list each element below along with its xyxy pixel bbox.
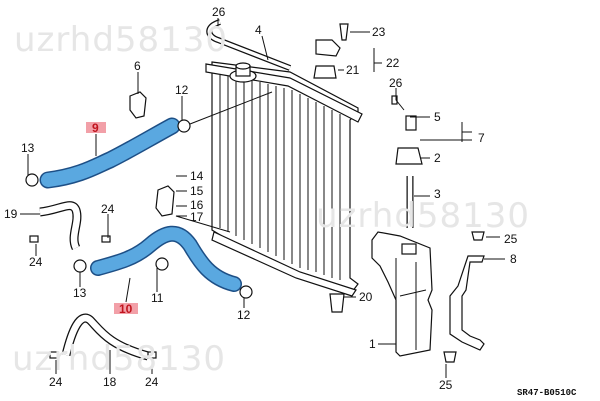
callout-13: 13 [21,141,35,155]
callout-3: 3 [434,187,441,201]
radiator [205,61,363,297]
callout-6: 6 [134,59,141,73]
callout-7: 7 [478,131,485,145]
upper-radiator-hose [39,117,181,189]
callout-8: 8 [510,252,517,266]
callout-25: 25 [504,232,518,246]
callout-9: 9 [92,121,99,135]
radiator-fins [219,75,341,280]
diagram-code: SR47-B0510C [517,388,577,398]
callout-1: 1 [369,337,376,351]
callout-25: 25 [439,378,453,392]
callout-10-highlight [114,303,138,314]
leader-lines [20,18,505,378]
callout-24: 24 [29,255,43,269]
reservoir-tank [371,231,433,357]
callout-21: 21 [346,63,360,77]
callout-10: 10 [119,302,133,316]
callout-17: 17 [190,210,204,224]
watermark: uzrhd58130 [12,339,226,379]
clamp-icons [25,23,485,363]
callout-13: 13 [73,286,87,300]
callout-24: 24 [145,375,159,389]
callout-20: 20 [359,290,373,304]
callout-12: 12 [237,308,251,322]
callout-14: 14 [190,169,204,183]
callout-23: 23 [372,25,386,39]
callout-12: 12 [175,83,189,97]
callout-26: 26 [212,5,226,19]
callout-5: 5 [434,110,441,124]
watermark: uzrhd58130 [14,20,228,60]
callout-4: 4 [255,23,262,37]
callout-24: 24 [49,375,63,389]
callout-24: 24 [101,202,115,216]
hose-18 [61,313,150,361]
callout-19: 19 [4,207,18,221]
callout-15: 15 [190,184,204,198]
callout-9-highlight [86,122,106,133]
callout-11: 11 [151,291,164,305]
lower-radiator-hose [90,225,242,292]
callout-2: 2 [434,151,441,165]
tank-bracket [449,255,485,351]
callout-22: 22 [386,56,400,70]
callout-26: 26 [389,76,403,90]
watermark: uzrhd58130 [316,196,530,236]
callout-18: 18 [103,375,117,389]
hose-19 [39,201,82,251]
callout-16: 16 [190,198,204,212]
